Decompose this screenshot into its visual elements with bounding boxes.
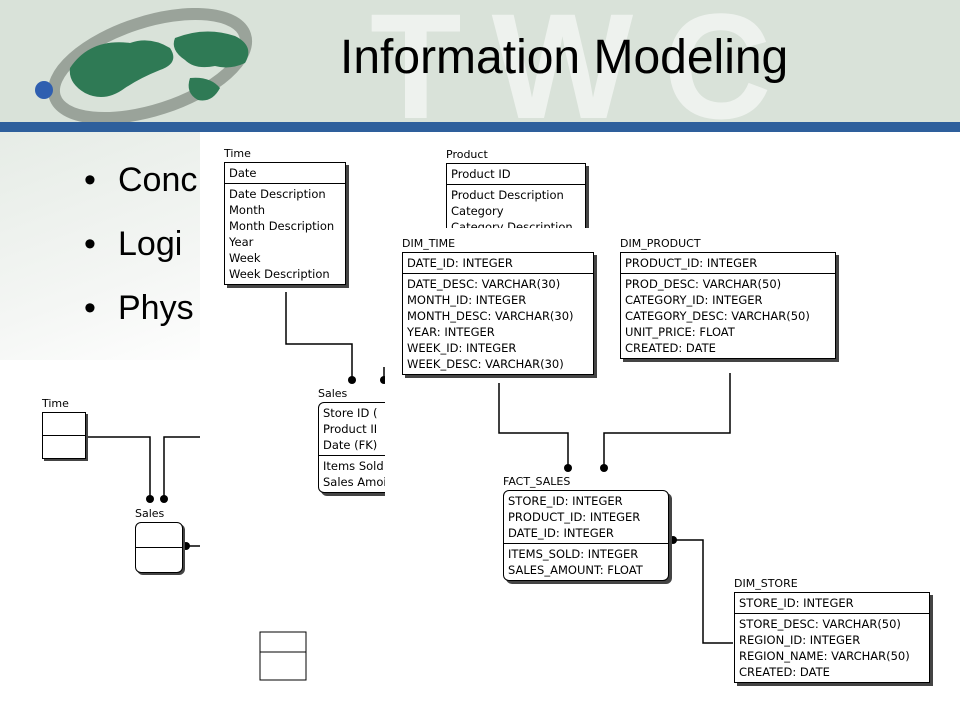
column: CATEGORY_ID: INTEGER [625,293,763,307]
column: PROD_DESC: VARCHAR(50) [625,277,782,291]
column: YEAR: INTEGER [407,325,495,339]
logical-relationship-lines [259,292,388,681]
column: MONTH_ID: INTEGER [407,293,527,307]
entity-label: Product [446,148,488,161]
column: WEEK_ID: INTEGER [407,341,517,355]
entity-label: Sales [135,507,165,520]
attribute: Category [451,204,504,218]
attribute: Week Description [229,267,330,281]
attribute: Month [229,203,266,217]
entity-label: Time [42,397,69,410]
bullet-item: Logi [84,214,197,278]
attribute: Year [229,235,254,249]
physical-relationship-lines [498,373,733,644]
key-column: STORE_ID: INTEGER [739,596,854,610]
entity-label: DIM_TIME [402,237,456,250]
column: REGION_NAME: VARCHAR(50) [739,649,910,663]
entity-label: Sales [318,387,348,400]
sales-entity-box [135,522,183,573]
bullet-list: Conc Logi Phys [84,150,197,342]
column: SALES_AMOUNT: FLOAT [508,563,643,577]
entity-label: FACT_SALES [503,475,571,488]
column: ITEMS_SOLD: INTEGER [508,547,639,561]
time-entity-box [42,412,86,459]
bullet-item: Conc [84,150,197,214]
dim-product-table: PRODUCT_ID: INTEGER PROD_DESC: VARCHAR(5… [620,252,836,359]
fact-sales-table: STORE_ID: INTEGER PRODUCT_ID: INTEGER DA… [503,490,669,581]
entity-label: DIM_STORE [734,577,798,590]
column: WEEK_DESC: VARCHAR(30) [407,357,564,371]
column: MONTH_DESC: VARCHAR(30) [407,309,574,323]
key-attribute: Date [229,166,257,180]
attribute: Date Description [229,187,326,201]
key-column: PRODUCT_ID: INTEGER [625,256,758,270]
column: CREATED: DATE [625,341,716,355]
column: DATE_DESC: VARCHAR(30) [407,277,561,291]
time-entity: Date Date Description Month Month Descri… [224,162,346,285]
key-column: DATE_ID: INTEGER [508,526,614,540]
key-attribute: Store ID ( [323,406,378,420]
column: STORE_DESC: VARCHAR(50) [739,617,901,631]
column: REGION_ID: INTEGER [739,633,861,647]
physical-model-panel: DIM_TIME DATE_ID: INTEGER DATE_DESC: VAR… [385,228,960,720]
dim-store-table: STORE_ID: INTEGER STORE_DESC: VARCHAR(50… [734,592,930,683]
globe-logo-icon [35,8,253,125]
key-attribute: Product ID [451,167,511,181]
entity-label: DIM_PRODUCT [620,237,701,250]
page-title: Information Modeling [340,31,789,84]
column: CATEGORY_DESC: VARCHAR(50) [625,309,810,323]
attribute: Week [229,251,261,265]
header-rule [0,122,960,132]
key-column: DATE_ID: INTEGER [407,256,513,270]
attribute: Product Description [451,188,564,202]
key-attribute: Product II [323,422,378,436]
column: UNIT_PRICE: FLOAT [625,325,735,339]
bullet-item: Phys [84,278,197,342]
key-column: PRODUCT_ID: INTEGER [508,510,641,524]
attribute: Items Sold [323,459,384,473]
product-entity: Product ID Product Description Category … [446,163,586,238]
key-attribute: Date (FK) [323,438,378,452]
entity-label: Time [224,147,251,160]
column: CREATED: DATE [739,665,830,679]
key-column: STORE_ID: INTEGER [508,494,623,508]
dim-time-table: DATE_ID: INTEGER DATE_DESC: VARCHAR(30) … [402,252,594,375]
attribute: Sales Amoi [323,475,387,489]
attribute: Month Description [229,219,335,233]
